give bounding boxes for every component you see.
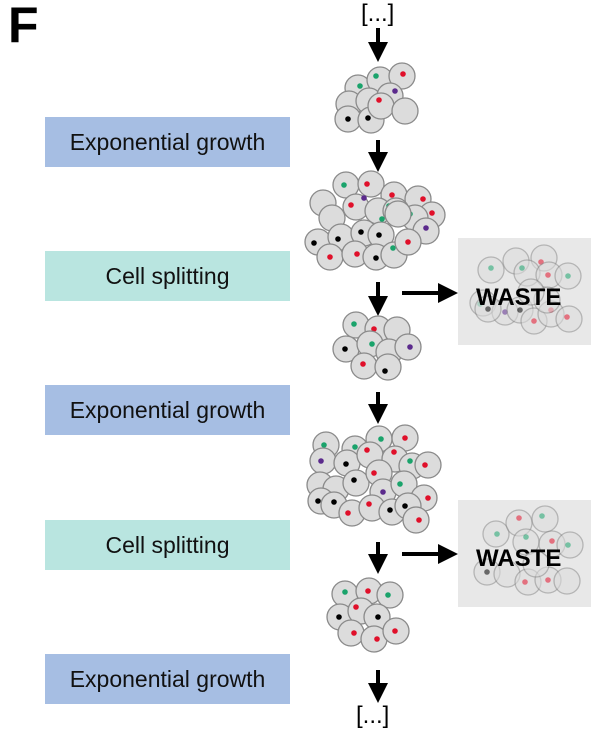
cells-layer bbox=[304, 62, 584, 653]
cell-large-1 bbox=[357, 170, 385, 198]
cell-small-3 bbox=[337, 619, 365, 647]
cell-large-2 bbox=[402, 506, 430, 534]
cell-small-3 bbox=[382, 617, 410, 645]
cell-small-2 bbox=[350, 352, 378, 380]
cell-large-2 bbox=[390, 470, 418, 498]
stage-box-growth-3: Exponential growth bbox=[45, 654, 290, 704]
cell-waste-2 bbox=[556, 531, 584, 559]
cell-small-1 bbox=[367, 92, 395, 120]
cell-large-2 bbox=[342, 469, 370, 497]
ellipsis-top: [...] bbox=[361, 0, 395, 27]
cell-large-2 bbox=[309, 447, 337, 475]
ellipsis-bottom: [...] bbox=[356, 702, 390, 729]
cell-large-1 bbox=[379, 200, 412, 228]
waste-label-2: WASTE bbox=[476, 545, 562, 572]
stage-box-split-2: Cell splitting bbox=[45, 520, 290, 570]
cell-large-2 bbox=[414, 451, 442, 479]
cell-waste-2 bbox=[553, 567, 581, 595]
cell-small-1 bbox=[388, 62, 416, 90]
cell-waste-1 bbox=[555, 305, 583, 333]
cell-small-3 bbox=[376, 581, 404, 609]
stage-box-growth-2: Exponential growth bbox=[45, 385, 290, 435]
cell-small-1 bbox=[391, 97, 419, 125]
cell-large-1 bbox=[394, 228, 422, 256]
cell-large-1 bbox=[316, 243, 344, 271]
stage-box-split-1: Cell splitting bbox=[45, 251, 290, 301]
stage-box-growth-1: Exponential growth bbox=[45, 117, 290, 167]
cell-small-2 bbox=[342, 311, 370, 339]
cell-waste-2 bbox=[522, 550, 550, 578]
cell-small-2 bbox=[374, 353, 402, 381]
cell-waste-1 bbox=[477, 256, 505, 284]
cell-large-1 bbox=[342, 193, 370, 221]
cell-waste-2 bbox=[482, 520, 510, 548]
cell-waste-1 bbox=[554, 262, 582, 290]
cell-waste-1 bbox=[474, 295, 502, 323]
cell-waste-1 bbox=[517, 278, 545, 306]
cell-large-2 bbox=[391, 424, 419, 452]
cell-waste-2 bbox=[531, 505, 559, 533]
panel-label: F bbox=[8, 0, 39, 53]
waste-label-1: WASTE bbox=[476, 284, 562, 311]
arrows-layer bbox=[368, 28, 458, 703]
cell-small-2 bbox=[394, 333, 422, 361]
cell-small-1 bbox=[334, 105, 362, 133]
cell-large-2 bbox=[333, 449, 361, 477]
